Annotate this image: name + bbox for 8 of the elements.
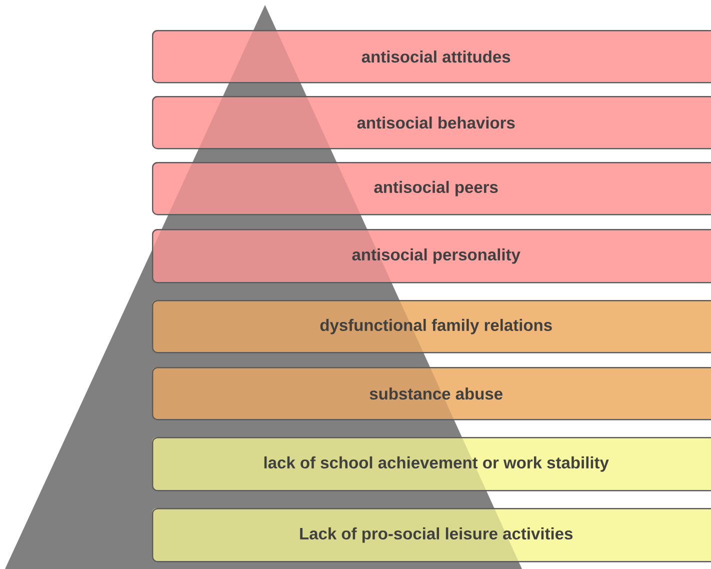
factor-band: antisocial personality: [152, 229, 711, 284]
factor-band: dysfunctional family relations: [152, 300, 711, 354]
factor-band: antisocial attitudes: [152, 30, 711, 84]
factor-band: antisocial behaviors: [152, 96, 711, 150]
factor-band: lack of school achievement or work stability: [152, 436, 711, 492]
factor-band: Lack of pro-social leisure activities: [152, 508, 711, 562]
factor-band: substance abuse: [152, 367, 711, 420]
factor-band: antisocial peers: [152, 162, 711, 216]
